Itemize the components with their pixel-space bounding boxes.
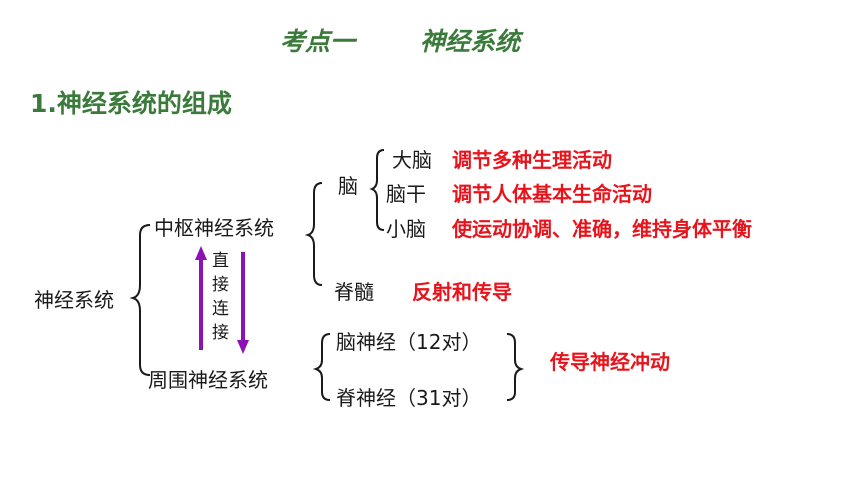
page-title-part1: 考点一 xyxy=(280,27,356,56)
function-brainstem: 调节人体基本生命活动 xyxy=(452,182,652,206)
node-cranial-nerves: 脑神经（12对） xyxy=(336,330,482,354)
brain-brace xyxy=(369,149,385,231)
page-title-part2: 神经系统 xyxy=(420,27,521,56)
link-char-3: 连 xyxy=(212,299,229,319)
function-spinal-cord: 反射和传导 xyxy=(412,280,512,304)
node-nervous-system: 神经系统 xyxy=(34,288,114,312)
node-pns: 周围神经系统 xyxy=(148,368,268,392)
node-cerebrum: 大脑 xyxy=(392,148,432,172)
up-arrow-head xyxy=(195,246,207,260)
root-brace xyxy=(129,224,151,376)
node-spinal-cord: 脊髓 xyxy=(334,280,374,304)
pns-brace xyxy=(312,333,331,401)
pns-right-brace xyxy=(506,333,525,401)
node-cerebellum: 小脑 xyxy=(386,217,426,241)
down-arrow-head xyxy=(237,340,249,354)
function-cerebellum: 使运动协调、准确，维持身体平衡 xyxy=(452,217,752,241)
function-cerebrum: 调节多种生理活动 xyxy=(452,148,612,172)
function-pns: 传导神经冲动 xyxy=(550,350,670,374)
node-cns: 中枢神经系统 xyxy=(154,216,274,240)
link-char-4: 接 xyxy=(212,323,229,343)
node-brainstem: 脑干 xyxy=(386,182,426,206)
link-char-2: 接 xyxy=(212,275,229,295)
node-spinal-nerves: 脊神经（31对） xyxy=(336,386,482,410)
section-heading: 1.神经系统的组成 xyxy=(30,89,232,118)
node-brain: 脑 xyxy=(338,174,358,198)
cns-brace xyxy=(304,182,323,286)
link-char-1: 直 xyxy=(212,251,229,271)
